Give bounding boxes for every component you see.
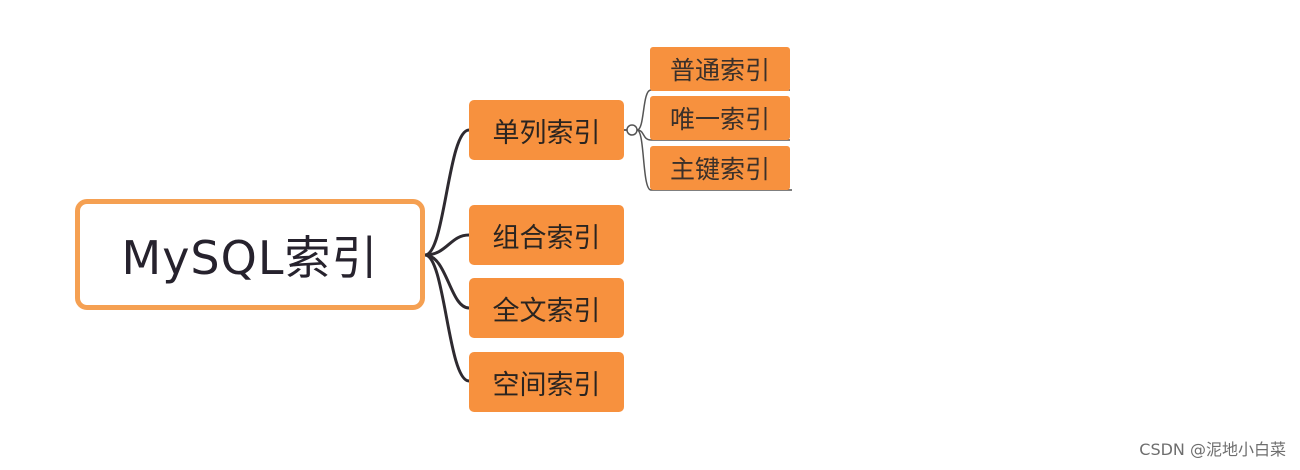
root-node-label: MySQL索引 bbox=[121, 230, 379, 285]
sub-branch-unique-index[interactable]: 唯一索引 bbox=[650, 96, 790, 140]
connector-root-single-column bbox=[424, 128, 470, 257]
branch-spatial-index[interactable]: 空间索引 bbox=[469, 352, 624, 412]
branch-label: 全文索引 bbox=[492, 295, 601, 327]
sub-branch-label: 普通索引 bbox=[669, 56, 770, 85]
branch-composite-index[interactable]: 组合索引 bbox=[469, 205, 624, 265]
collapse-knob-icon bbox=[626, 124, 638, 136]
sub-branch-label: 唯一索引 bbox=[669, 105, 770, 134]
connector-root-spatial bbox=[424, 253, 470, 383]
branch-label: 单列索引 bbox=[492, 117, 601, 149]
sub-branch-label: 主键索引 bbox=[669, 155, 770, 184]
branch-fulltext-index[interactable]: 全文索引 bbox=[469, 278, 624, 338]
connector-to-unique bbox=[636, 129, 790, 141]
watermark-text: CSDN @泥地小白菜 bbox=[1139, 440, 1286, 459]
branch-label: 组合索引 bbox=[492, 222, 601, 254]
connector-root-fulltext bbox=[424, 253, 470, 310]
branch-single-column-index[interactable]: 单列索引 bbox=[469, 100, 624, 160]
connector-to-primary bbox=[636, 129, 792, 191]
sub-branch-normal-index[interactable]: 普通索引 bbox=[650, 47, 790, 91]
root-node[interactable]: MySQL索引 bbox=[75, 199, 425, 310]
branch-label: 空间索引 bbox=[492, 369, 601, 401]
sub-branch-primary-key-index[interactable]: 主键索引 bbox=[650, 146, 790, 190]
